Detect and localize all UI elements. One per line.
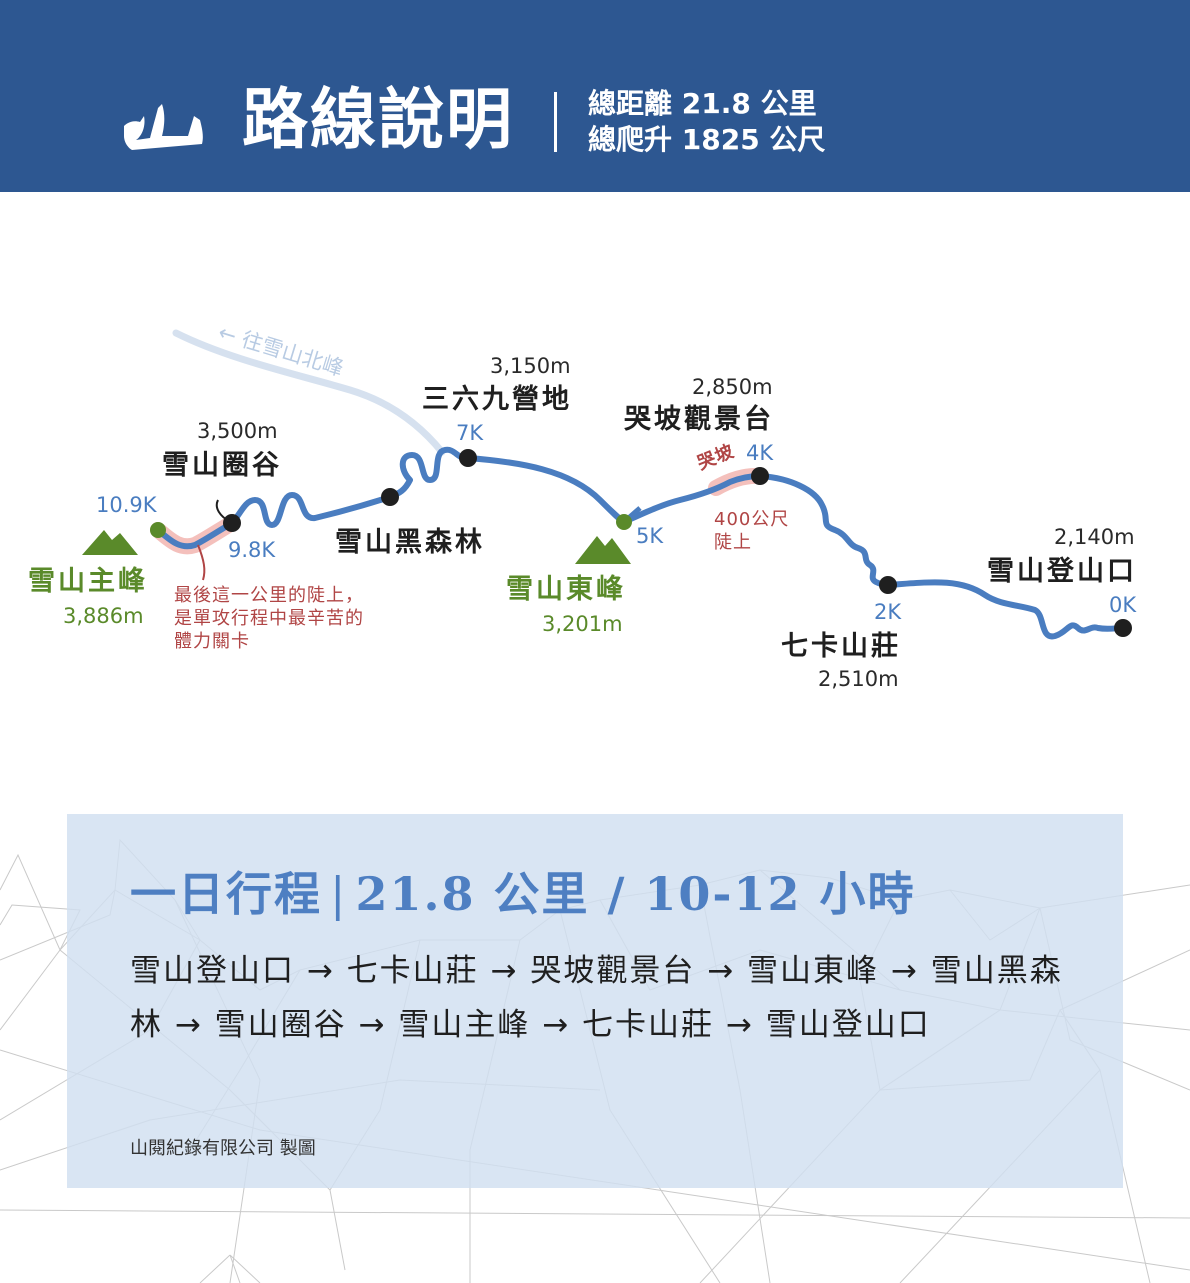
itinerary-title-right: 21.8 公里 / 10-12 小時 [355,867,916,921]
header-divider [554,92,557,152]
final-climb-note-line1: 最後這一公里的陡上， [174,585,364,606]
camp369-name: 三六九營地 [422,384,572,415]
route-map-graphic [82,329,1132,640]
total-distance: 總距離 21.8 公里 [588,87,817,120]
main-peak-elevation: 3,886m [63,604,144,628]
waypoint-main-peak-dot [150,522,166,538]
itinerary-title-separator: | [330,867,348,921]
cirque-name: 雪山圈谷 [162,450,282,481]
east-peak-mountain-icon [575,536,631,564]
header-banner: 路線說明 總距離 21.8 公里 總爬升 1825 公尺 [0,0,1190,192]
waypoint-cirque-dot [223,514,241,532]
map-credit: 山閱紀錄有限公司 製圖 [130,1138,316,1159]
itinerary-panel: 一日行程|21.8 公里 / 10-12 小時 雪山登山口 → 七卡山莊 → 哭… [67,814,1123,1188]
final-climb-note-line2: 是單攻行程中最辛苦的 [174,608,364,629]
camp369-elevation: 3,150m [490,354,571,378]
trailhead-name: 雪山登山口 [987,556,1137,587]
qika-km: 2K [874,600,902,624]
itinerary-route: 雪山登山口 → 七卡山莊 → 哭坡觀景台 → 雪山東峰 → 雪山黑森林 → 雪山… [130,953,1063,1043]
final-climb-leader-line [197,544,206,581]
waypoint-qika-dot [879,576,897,594]
waypoint-trailhead-dot [1114,619,1132,637]
kupo-name: 哭坡觀景台 [624,404,774,435]
main-peak-mountain-icon [82,530,138,555]
kupo-km: 4K [746,441,774,465]
east-peak-elevation: 3,201m [542,612,623,636]
black-forest-name: 雪山黑森林 [335,527,485,558]
east-peak-km: 5K [636,524,664,548]
crying-slope-note-line1: 400公尺 [714,509,790,530]
trailhead-elevation: 2,140m [1054,525,1135,549]
waypoint-369-dot [459,449,477,467]
route-map: ← 往雪山北峰 2,140m 雪山登山口 0K 2K 七卡山莊 2,510m 2… [0,192,1190,792]
crying-slope-note-line2: 陡上 [714,532,752,553]
final-climb-note-line3: 體力關卡 [174,631,250,652]
itinerary-title: 一日行程|21.8 公里 / 10-12 小時 [130,858,916,924]
cirque-elevation: 3,500m [197,419,278,443]
camp369-km: 7K [456,421,484,445]
waypoint-black-forest-dot [381,488,399,506]
page-title: 路線說明 [242,80,514,158]
east-peak-name: 雪山東峰 [506,574,626,605]
qika-name: 七卡山莊 [781,631,901,662]
total-ascent: 總爬升 1825 公尺 [588,123,826,156]
waypoint-kupo-dot [751,467,769,485]
main-route-path [155,446,1126,640]
itinerary-title-left: 一日行程 [130,867,322,921]
cirque-km: 9.8K [228,538,276,562]
route-stats: 總距離 21.8 公里 總爬升 1825 公尺 [588,86,825,158]
mountain-brush-icon [124,104,203,150]
waypoint-east-peak-dot [616,514,632,530]
qika-elevation: 2,510m [818,667,899,691]
north-peak-branch-path [172,329,446,456]
main-peak-km: 10.9K [96,493,157,517]
main-peak-name: 雪山主峰 [28,566,148,597]
trailhead-km: 0K [1109,593,1137,617]
kupo-elevation: 2,850m [692,375,773,399]
